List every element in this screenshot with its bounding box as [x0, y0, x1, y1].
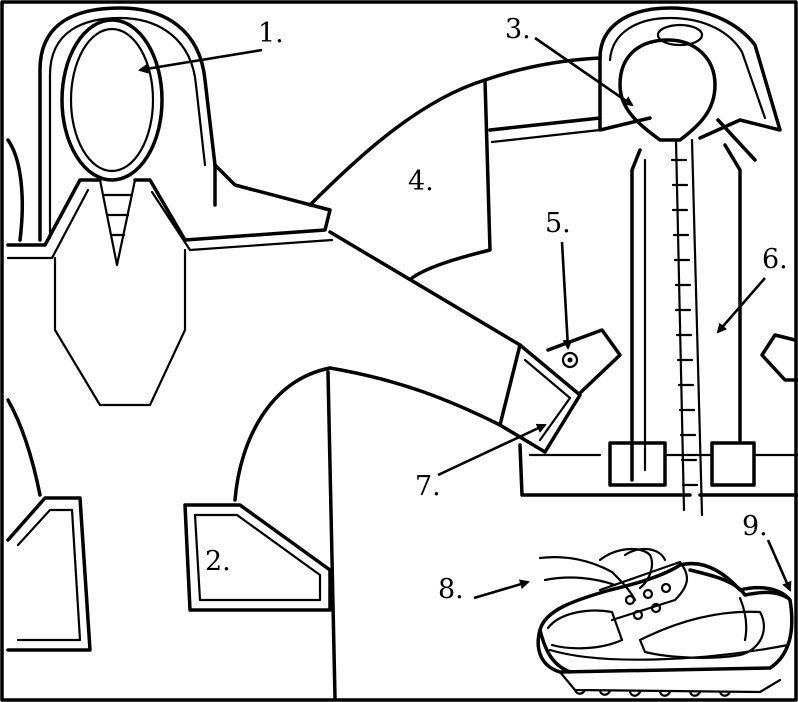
left-pocket: [8, 498, 90, 650]
cuff-tab: [548, 330, 620, 393]
arrow-5: [562, 242, 568, 348]
arrow-8: [474, 582, 528, 598]
arrow-7: [438, 425, 545, 475]
sneaker-sole: [560, 672, 780, 692]
shoelace-2: [545, 578, 615, 585]
jacket-sleeve: [310, 80, 620, 452]
hood-face-opening: [62, 20, 162, 180]
label-3: 3.: [505, 14, 531, 45]
front-panel: [55, 250, 185, 405]
label-8: 8.: [438, 574, 464, 605]
callout-labels: 1. 2. 3. 4. 5. 6. 7. 8. 9.: [205, 14, 788, 605]
arrow-1: [140, 50, 262, 70]
placket-right: [725, 145, 740, 440]
collar-outer: [600, 8, 780, 138]
hood-face-inner: [71, 29, 153, 171]
sneaker: [538, 549, 792, 696]
label-6: 6.: [762, 244, 788, 275]
placket-left: [632, 150, 640, 480]
label-1: 1.: [258, 18, 284, 49]
sleeve-top: [310, 80, 485, 205]
sleeve-lower-edge: [330, 368, 500, 425]
label-9: 9.: [742, 511, 768, 542]
hooded-jacket: [8, 8, 335, 698]
zipper-right: [692, 140, 702, 515]
chest-pocket: [762, 335, 798, 380]
neck-zipper: [100, 180, 135, 265]
label-7: 7.: [415, 471, 441, 502]
arrow-3: [535, 38, 632, 105]
waist-tab-right: [712, 443, 754, 485]
arrow-9: [768, 540, 790, 590]
sleeve-curve: [235, 368, 330, 500]
label-4: 4.: [408, 166, 434, 197]
toe-cap: [548, 611, 622, 649]
label-2: 2.: [205, 546, 231, 577]
waist-tab-left: [610, 443, 665, 485]
callout-arrows: [140, 38, 790, 598]
collar-inner: [620, 40, 715, 140]
right-yoke: [135, 165, 330, 240]
label-5: 5.: [545, 208, 571, 239]
